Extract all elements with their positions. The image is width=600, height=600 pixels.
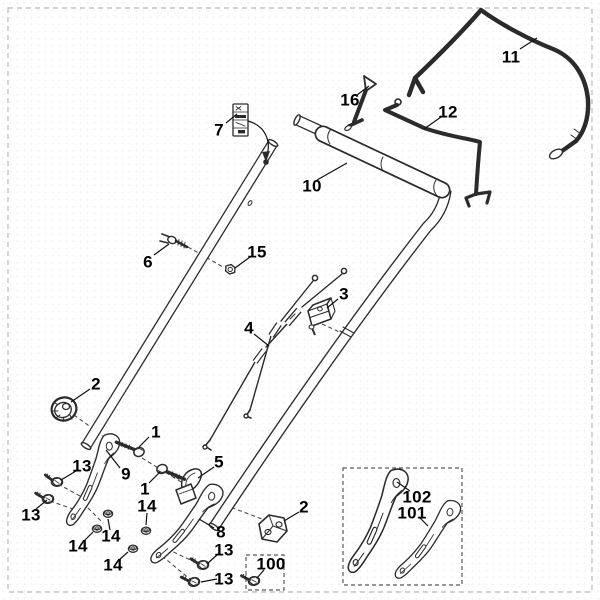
callout-14-a: 14 (137, 496, 157, 516)
callout-13-b: 13 (21, 505, 41, 525)
cable-clamp-3 (307, 297, 336, 336)
callout-1-right: 1 (140, 479, 150, 499)
flange-nut-14-d (127, 544, 139, 553)
inset-box-101-102 (342, 467, 463, 586)
hex-nut-15 (224, 263, 236, 275)
callout-3: 3 (339, 284, 349, 304)
flange-screw-13-d (179, 573, 203, 590)
callout-9: 9 (121, 464, 131, 484)
deflector-loop-wire-11 (406, 7, 591, 160)
clevis-bolt-6 (159, 233, 189, 249)
callout-14-b: 14 (101, 526, 121, 546)
handle-clamp-2 (258, 514, 288, 543)
inset-box-100 (245, 554, 285, 591)
flange-screw-13-b (32, 490, 57, 507)
cable-guide-wire-12 (383, 98, 492, 208)
callout-1-left: 1 (151, 422, 161, 442)
carriage-bolt-1-right (153, 461, 187, 482)
page-dashed-border (7, 7, 593, 593)
control-cables-4 (202, 267, 348, 451)
callout-13-c: 13 (214, 540, 234, 560)
flange-screw-13-c (187, 555, 212, 574)
star-knob-2 (50, 396, 78, 422)
upper-handle-grip-10 (293, 114, 451, 199)
callout-13-d: 13 (214, 569, 234, 589)
info-sticker-7 (232, 103, 270, 165)
flange-nut-14-a (102, 509, 114, 518)
callout-8: 8 (216, 522, 226, 542)
callout-4: 4 (244, 318, 254, 338)
callout-13-a: 13 (72, 456, 92, 476)
callout-7: 7 (214, 120, 224, 140)
callout-101: 101 (397, 503, 427, 523)
lower-handle-left-tube (80, 138, 279, 451)
callout-2-right: 2 (299, 497, 309, 517)
flange-nut-14-c (140, 526, 152, 535)
callout-14-d: 14 (103, 555, 123, 575)
callout-100: 100 (256, 554, 286, 574)
callout-6: 6 (143, 252, 153, 272)
callout-leader-lines (35, 37, 538, 583)
callout-16: 16 (340, 90, 360, 110)
lower-handle-right-tube (208, 189, 452, 532)
callout-11: 11 (501, 47, 521, 67)
flange-screw-100 (239, 572, 263, 589)
callout-5: 5 (214, 452, 224, 472)
callout-2-left: 2 (91, 374, 101, 394)
flange-nut-14-b (91, 524, 103, 533)
bail-lever-wire-16 (344, 75, 377, 132)
callout-10: 10 (302, 176, 322, 196)
callout-12: 12 (438, 102, 458, 122)
callout-102: 102 (402, 487, 432, 507)
cam-lever-5 (175, 468, 203, 505)
flange-screw-13-a (41, 471, 67, 491)
callout-15: 15 (247, 242, 267, 262)
callout-14-c: 14 (68, 536, 88, 556)
